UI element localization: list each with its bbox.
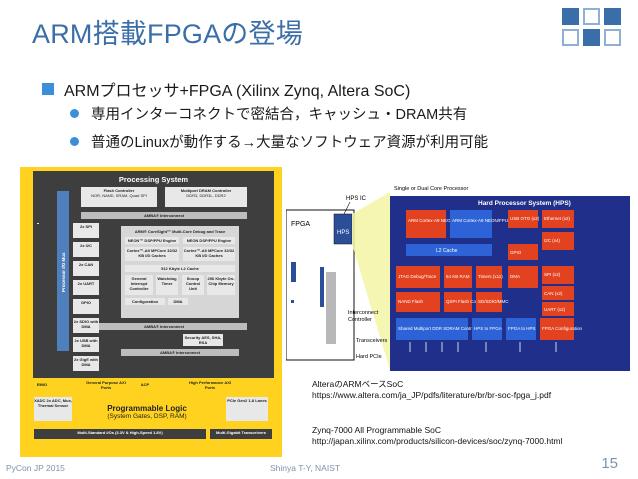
programmable-logic: Programmable Logic (System Gates, DSP, R… bbox=[72, 404, 222, 430]
hps-small-block bbox=[333, 213, 353, 245]
altera-soc-diagram: FPGA HPS HPS IC Interconnect Controller … bbox=[286, 186, 630, 371]
altera-credit-url: https://www.altera.com/ja_JP/pdfs/litera… bbox=[312, 390, 552, 400]
svg-text:Timers (x11): Timers (x11) bbox=[478, 274, 503, 279]
bullet-linux: 普通のLinuxが動作する→大量なソフトウェア資源が利用可能 bbox=[70, 131, 488, 152]
square-bullet-icon bbox=[42, 83, 54, 95]
io-peripheral-block: 2x SDIO with DMA bbox=[73, 318, 99, 333]
svg-text:CAN (x2): CAN (x2) bbox=[544, 291, 563, 296]
processor-io-mux: Processor I/O Mux bbox=[57, 191, 69, 351]
io-peripheral-block: GPIO bbox=[73, 299, 99, 314]
altera-credit-name: AlteraのARMベースSoC bbox=[312, 379, 404, 389]
svg-text:QSPI Flash Control: QSPI Flash Control bbox=[446, 299, 485, 304]
page-number: 15 bbox=[601, 455, 618, 472]
io-peripheral-block: 2x SPI bbox=[73, 223, 99, 238]
snoop-block: Snoop Control Unit bbox=[182, 275, 204, 295]
xadc-block: XADC 2x ADC, Mux, Thermal Sensor bbox=[34, 397, 72, 421]
zynq-block-diagram: Processing System Flash Controller NOR, … bbox=[20, 167, 282, 457]
watchdog-block: Watchdog Timer bbox=[156, 275, 178, 295]
zynq-credit-url: http://japan.xilinx.com/products/silicon… bbox=[312, 436, 563, 446]
io-peripheral-block: 2x CAN bbox=[73, 261, 99, 276]
amba-interconnect-top: AMBA® Interconnect bbox=[81, 212, 247, 219]
svg-text:GPIO: GPIO bbox=[510, 250, 522, 255]
svg-text:FPGA Configuration: FPGA Configuration bbox=[542, 326, 583, 331]
svg-text:SPI (x2): SPI (x2) bbox=[544, 272, 561, 277]
gic-block: General Interrupt Controller bbox=[125, 275, 153, 295]
svg-text:64 KB RAM: 64 KB RAM bbox=[446, 274, 470, 279]
svg-text:JTAG Debug/Trace: JTAG Debug/Trace bbox=[398, 274, 437, 279]
svg-text:SD/SDIO/MMC: SD/SDIO/MMC bbox=[478, 299, 509, 304]
svg-text:DMA: DMA bbox=[510, 274, 520, 279]
dot-bullet-icon bbox=[70, 137, 79, 146]
bullet-arm-fpga: ARMプロセッサ+FPGA (Xilinx Zynq, Altera SoC) bbox=[42, 77, 410, 101]
neon-right-block: NEON DSP/FPU Engine bbox=[183, 237, 235, 244]
svg-text:FPGA to HPS: FPGA to HPS bbox=[508, 326, 536, 331]
amba-interconnect-bottom: AMBA® Interconnect bbox=[81, 323, 247, 330]
dot-bullet-icon bbox=[70, 109, 79, 118]
slide-title: ARM搭載FPGAの登場 bbox=[32, 19, 303, 49]
bullet-interconnect: 専用インターコネクトで密結合，キャッシュ・DRAM共有 bbox=[70, 103, 467, 124]
svg-text:NAND Flash: NAND Flash bbox=[398, 299, 424, 304]
io-peripheral-block: 2x USB with DMA bbox=[73, 337, 99, 352]
svg-text:Hard Processor System (HPS): Hard Processor System (HPS) bbox=[478, 200, 571, 207]
zynq-credit-name: Zynq-7000 All Programmable SoC bbox=[312, 425, 441, 435]
svg-text:HPS IC: HPS IC bbox=[346, 196, 367, 202]
svg-text:HPS to FPGA: HPS to FPGA bbox=[474, 326, 502, 331]
ocm-block: 256 Kbyte On-Chip Memory bbox=[207, 275, 235, 295]
selectio-block: Multi-Standard I/Os (3.3V & High-Speed 1… bbox=[34, 429, 206, 439]
pcie-block: PCIe Gen2 1-8 Lanes bbox=[226, 397, 268, 421]
security-block: Security AES, SHA, RSA bbox=[183, 334, 223, 346]
svg-text:Controller: Controller bbox=[348, 317, 372, 323]
gp-ports-label: General Purpose AXI Ports bbox=[82, 379, 130, 393]
zynq-credit: Zynq-7000 All Programmable SoC http://ja… bbox=[312, 425, 562, 447]
gtx-block: Multi-Gigabit Transceivers bbox=[210, 429, 272, 439]
svg-text:UART (x2): UART (x2) bbox=[544, 307, 566, 312]
cortex-right-block: Cortex™-A9 MPCore 32/32 KB I/D Caches bbox=[183, 247, 235, 261]
svg-text:Ethernet (x2): Ethernet (x2) bbox=[544, 216, 571, 221]
svg-text:USB OTG (x2): USB OTG (x2) bbox=[510, 216, 540, 221]
amba-interconnect-3: AMBA® Interconnect bbox=[121, 349, 239, 356]
io-peripheral-block: 2x I2C bbox=[73, 242, 99, 257]
svg-text:Shared Multiport DDR SDRAM Con: Shared Multiport DDR SDRAM Controller bbox=[398, 326, 481, 331]
cortex-left-block: Cortex™-A9 MPCore 32/32 KB I/D Caches bbox=[125, 247, 179, 261]
svg-text:ARM Cortex-A9 NEON/FPU L1 Cach: ARM Cortex-A9 NEON/FPU L1 Cache bbox=[408, 218, 485, 223]
svg-text:L2 Cache: L2 Cache bbox=[436, 248, 458, 254]
io-peripheral-block: 2x GigE with DMA bbox=[73, 356, 99, 371]
svg-text:Interconnect: Interconnect bbox=[348, 310, 379, 316]
neon-left-block: NEON™ DSP/FPU Engine bbox=[125, 237, 179, 244]
altera-credit: AlteraのARMベースSoC https://www.altera.com/… bbox=[312, 379, 551, 401]
io-peripheral-block: 2x UART bbox=[73, 280, 99, 295]
l2-cache-block: 512 Kbyte L2 Cache bbox=[125, 265, 235, 272]
flash-controller-block: Flash Controller NOR, NAND, SRAM, Quad S… bbox=[81, 187, 157, 207]
footer-author: Shinya T-Y, NAIST bbox=[270, 463, 341, 473]
processing-system-block: Processing System Flash Controller NOR, … bbox=[33, 171, 274, 378]
dma-block: DMA bbox=[168, 298, 188, 305]
acp-label: ACP bbox=[138, 381, 152, 387]
svg-text:Single or Dual Core Processor: Single or Dual Core Processor bbox=[394, 186, 468, 192]
svg-text:HPS: HPS bbox=[337, 230, 349, 236]
config-timers-block: Configuration Timers bbox=[125, 298, 165, 305]
svg-text:ARM Cortex-A9 NEON/FPU L1 Cach: ARM Cortex-A9 NEON/FPU L1 Cache bbox=[452, 218, 529, 223]
svg-text:Transceivers: Transceivers bbox=[356, 338, 388, 344]
emio-label: EMIO bbox=[34, 381, 50, 387]
footer-event: PyCon JP 2015 bbox=[6, 463, 65, 473]
hp-ports-label: High Performance AXI Ports bbox=[185, 379, 235, 393]
altera-fpga-label: FPGA bbox=[291, 221, 310, 228]
svg-text:I2C (x4): I2C (x4) bbox=[544, 238, 561, 243]
svg-text:Hard PCIe: Hard PCIe bbox=[356, 354, 382, 360]
dram-controller-block: Multiport DRAM Controller DDR3, DDR3L, D… bbox=[165, 187, 247, 207]
logo-icon bbox=[562, 8, 624, 54]
